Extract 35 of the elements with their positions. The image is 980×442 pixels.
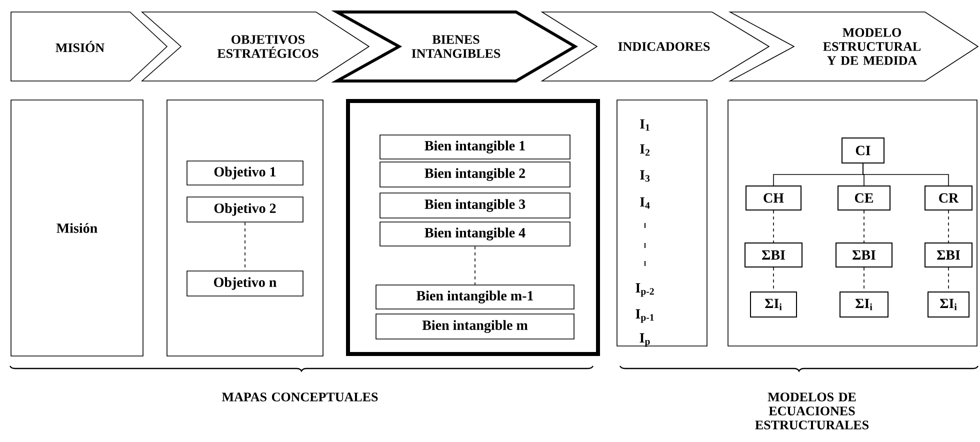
- text-box: Bien intangible 4: [380, 222, 570, 246]
- text-box: Bien intangible m: [376, 314, 574, 340]
- text-box: Objetivo n: [186, 270, 304, 296]
- text-box: CR: [924, 186, 972, 210]
- text-box: Bien intangible m-1: [376, 284, 574, 310]
- text-box: Bien intangible 3: [380, 192, 570, 218]
- panel-box: [346, 99, 600, 356]
- panel-box: [166, 100, 324, 356]
- connector-line: [773, 210, 774, 243]
- text-box: ΣI$_{i}$: [750, 292, 797, 318]
- text-box: CI: [842, 138, 884, 164]
- text-box: CH: [746, 186, 802, 210]
- text-box: CE: [838, 186, 890, 210]
- section-caption: MAPAS CONCEPTUALES: [222, 392, 378, 402]
- text-box: Objetivo 1: [186, 160, 304, 186]
- text-box: Bien intangible 1: [380, 134, 570, 160]
- panel-box: Misión: [10, 100, 144, 356]
- chevron-step: INDICADORES: [540, 12, 770, 82]
- chevron-step: MISIÓN: [10, 12, 168, 82]
- indicator-panel: I$_{1}$ I$_{2}$ I$_{3}$ I$_{4}$ I$_{p-2}$ I$_{p-1}$ I$_{p}$: [616, 100, 708, 347]
- connector-line: [948, 210, 949, 243]
- text-box: ΣBI: [836, 242, 892, 268]
- chevron-step: BIENES INTANGIBLES: [331, 10, 578, 82]
- text-box: ΣI$_{i}$: [840, 292, 888, 318]
- section-caption: MODELOS DE ECUACIONES ESTRUCTURALES: [755, 392, 869, 430]
- text-box: Bien intangible 2: [380, 162, 570, 188]
- connector-line: [474, 246, 476, 285]
- connector-line: [862, 163, 949, 186]
- text-box: ΣBI: [744, 242, 802, 268]
- text-box: ΣI$_{i}$: [928, 292, 970, 318]
- chevron-step: OBJETIVOS ESTRATÉGICOS: [140, 12, 370, 82]
- chevron-step: MODELO ESTRUCTURAL Y DE MEDIDA: [728, 12, 979, 82]
- text-box: Objetivo 2: [186, 196, 304, 222]
- panel-box: [728, 100, 978, 346]
- text-box: ΣBI: [924, 242, 972, 268]
